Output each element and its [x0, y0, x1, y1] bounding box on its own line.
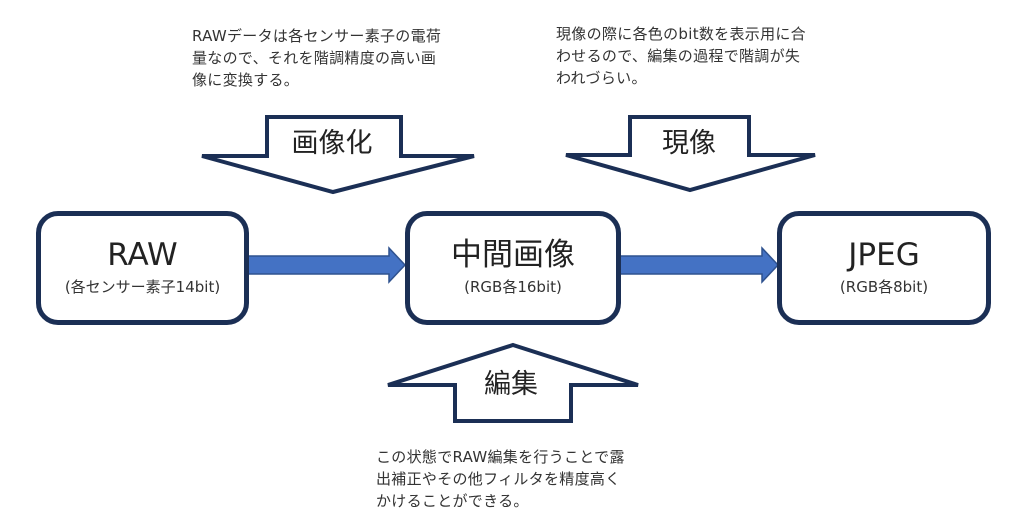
development-down-arrow [565, 115, 816, 193]
development-description: 現像の際に各色のbit数を表示用に合 わせるので、編集の過程で階調が失 われづら… [556, 25, 806, 87]
connector-arrow-raw-to-intermediate [246, 246, 407, 284]
intermediate-box-subtitle: (RGB各16bit) [464, 278, 562, 296]
raw-box-subtitle: (各センサー素子14bit) [64, 278, 221, 296]
intermediate-box-title: 中間画像 [451, 237, 575, 273]
imaging-arrow-label: 画像化 [291, 128, 373, 159]
development-arrow-label: 現像 [662, 128, 716, 159]
jpeg-box-subtitle: (RGB各8bit) [839, 278, 929, 296]
connector-arrow-intermediate-to-jpeg [618, 246, 780, 284]
imaging-description: RAWデータは各センサー素子の電荷 量なので、それを階調精度の高い画 像に変換す… [192, 27, 442, 89]
editing-description: この状態でRAW編集を行うことで露 出補正やその他フィルタを精度高く かけること… [376, 448, 625, 510]
intermediate-image-box: 中間画像 (RGB各16bit) [405, 211, 621, 325]
imaging-down-arrow [201, 115, 475, 195]
editing-arrow-label: 編集 [484, 369, 538, 400]
editing-up-arrow [387, 342, 639, 423]
raw-box: RAW (各センサー素子14bit) [36, 211, 249, 325]
jpeg-box: JPEG (RGB各8bit) [777, 211, 991, 325]
raw-box-title: RAW [107, 237, 178, 273]
jpeg-box-title: JPEG [848, 237, 920, 273]
